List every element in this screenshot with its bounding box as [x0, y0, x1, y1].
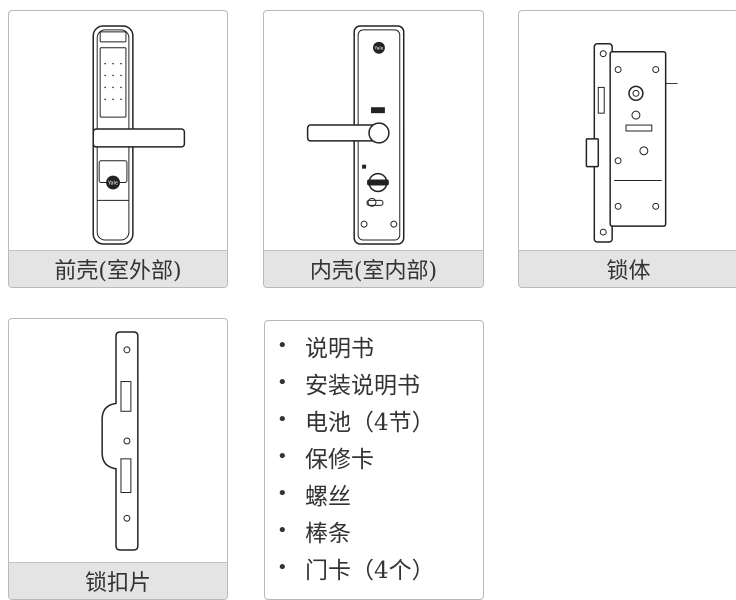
lock-body-image: [519, 11, 736, 251]
bullet: •: [277, 335, 288, 356]
strike-plate-caption: 锁扣片: [9, 562, 227, 599]
list-item-text: 螺丝: [305, 483, 351, 510]
list-item-text: 安装说明书: [305, 372, 420, 399]
rear-panel-image: Yale: [264, 11, 483, 251]
list-item: • 电池（4节）: [277, 401, 483, 438]
bullet: •: [277, 557, 288, 578]
bullet: •: [277, 483, 288, 504]
list-item-text: 门卡（4个）: [305, 557, 435, 584]
list-item-text: 电池（4节）: [305, 409, 435, 436]
lock-body-caption: 锁体: [519, 250, 736, 287]
front-panel-card: Yale 前壳(室外部): [8, 10, 228, 288]
yale-logo: Yale: [107, 181, 118, 187]
bullet: •: [277, 520, 288, 541]
list-item-text: 保修卡: [305, 446, 374, 473]
list-item: • 棒条: [277, 512, 483, 549]
bullet: •: [277, 409, 288, 430]
yale-logo-rear: Yale: [374, 46, 384, 52]
list-item: • 门卡（4个）: [277, 549, 483, 586]
strike-plate-image: [9, 319, 227, 563]
accessory-list: • 说明书 • 安装说明书 • 电池（4节） • 保修卡 • 螺丝 • 棒条 • 门卡（4个）: [264, 320, 484, 600]
list-item-text: 说明书: [305, 335, 374, 362]
rear-panel-card: Yale 内壳(室内部): [263, 10, 484, 288]
list-item: • 说明书: [277, 327, 483, 364]
list-item: • 安装说明书: [277, 364, 483, 401]
list-item-text: 棒条: [305, 520, 351, 547]
bullet: •: [277, 372, 288, 393]
front-panel-caption: 前壳(室外部): [9, 250, 227, 287]
strike-plate-card: 锁扣片: [8, 318, 228, 600]
lock-body-card: 锁体: [518, 10, 736, 288]
front-panel-image: Yale: [9, 11, 227, 251]
list-item: • 螺丝: [277, 475, 483, 512]
rear-panel-caption: 内壳(室内部): [264, 250, 483, 287]
bullet: •: [277, 446, 288, 467]
list-item: • 保修卡: [277, 438, 483, 475]
